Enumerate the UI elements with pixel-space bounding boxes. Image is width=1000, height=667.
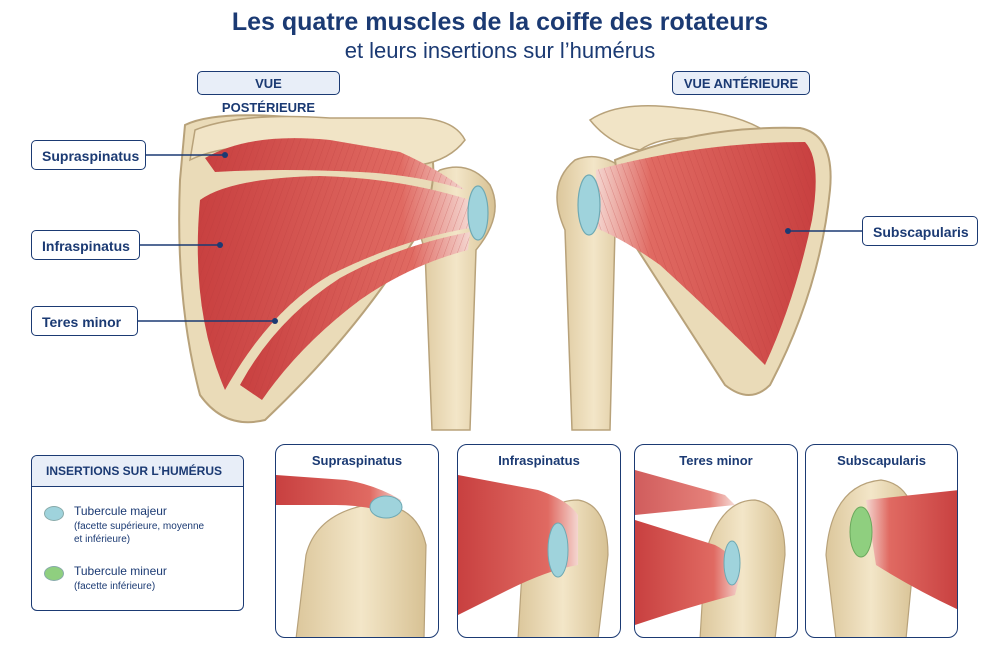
panel-subscapularis-illustration (825, 479, 957, 637)
panel-infraspinatus-illustration (458, 475, 609, 637)
anterior-view-label: VUE ANTÉRIEURE (672, 71, 810, 95)
callout-infraspinatus: Infraspinatus (31, 230, 140, 260)
panel-title-teres-minor: Teres minor (679, 453, 753, 468)
posterior-view-label: VUE POSTÉRIEURE (197, 71, 340, 115)
legend-item-greater-tubercle: Tubercule majeur (facette supérieure, mo… (44, 504, 204, 546)
posterior-greater-tubercle-insertion (467, 185, 489, 241)
posterior-view-illustration (138, 114, 496, 431)
panel-teres-minor-illustration (635, 470, 786, 637)
panel-teres-minor: Teres minor (634, 444, 798, 638)
callout-teres-minor: Teres minor (31, 306, 138, 336)
page-subtitle: et leurs insertions sur l’humérus (344, 38, 656, 63)
panel-infraspinatus: Infraspinatus (457, 444, 621, 638)
legend-item-name: Tubercule majeur (74, 504, 167, 518)
panel-subscapularis: Subscapularis (805, 444, 958, 638)
legend-item-desc: (facette inférieure) (74, 581, 156, 592)
panel-title-infraspinatus: Infraspinatus (498, 453, 580, 468)
legend-item-desc: et inférieure) (74, 534, 131, 545)
insertions-legend: INSERTIONS SUR L’HUMÉRUS Tubercule majeu… (31, 455, 244, 611)
legend-title: INSERTIONS SUR L’HUMÉRUS (32, 456, 243, 487)
page-title: Les quatre muscles de la coiffe des rota… (231, 8, 769, 36)
anterior-view-illustration (556, 104, 862, 431)
panel-supraspinatus: Supraspinatus (275, 444, 439, 638)
callout-subscapularis: Subscapularis (862, 216, 978, 246)
callout-supraspinatus: Supraspinatus (31, 140, 146, 170)
lesser-tubercle-swatch (44, 566, 64, 581)
legend-item-lesser-tubercle: Tubercule mineur (facette inférieure) (44, 564, 167, 593)
main-illustration (138, 104, 862, 431)
panel-title-subscapularis: Subscapularis (837, 453, 926, 468)
anterior-tubercle-insertion (577, 174, 601, 236)
legend-item-name: Tubercule mineur (74, 564, 167, 578)
panel-title-supraspinatus: Supraspinatus (311, 453, 403, 468)
panel-supraspinatus-illustration (276, 475, 427, 637)
legend-item-desc: (facette supérieure, moyenne (74, 521, 205, 532)
greater-tubercle-swatch (44, 506, 64, 521)
